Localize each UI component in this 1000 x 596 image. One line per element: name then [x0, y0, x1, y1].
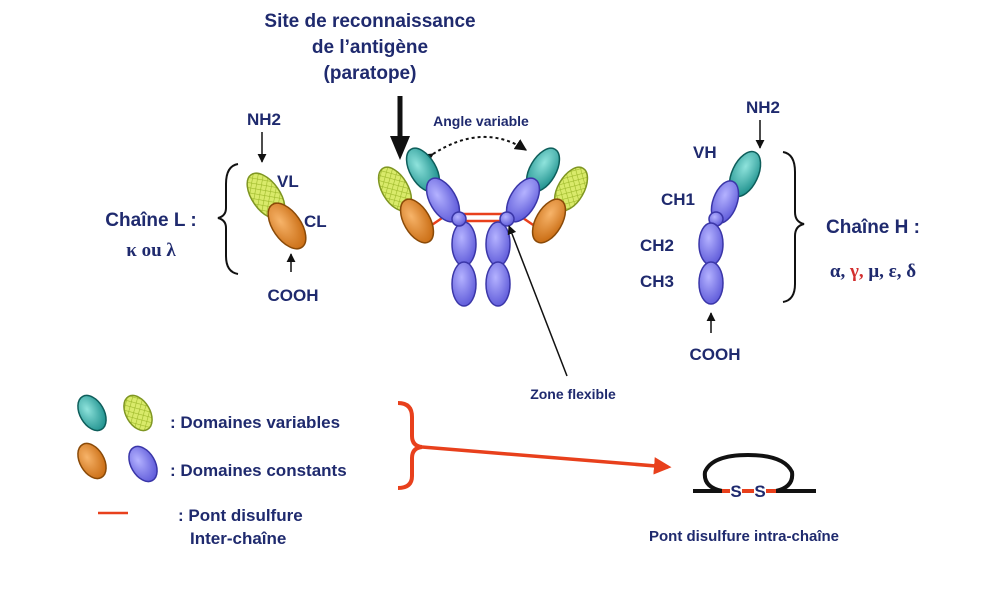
heavy-chain-types: α, γ, μ, ε, δ: [830, 261, 916, 282]
legend-bracket: [397, 401, 423, 490]
heavy-chain-type-1: γ,: [845, 261, 864, 282]
title-line-3: (paratope): [324, 63, 417, 84]
light-chain-group: NH2 VL CL COOH Chaîne L : κ ou λ: [105, 110, 326, 305]
right-ch3-domain: [485, 261, 511, 307]
heavy-chain-group: NH2 VH CH1 CH2 CH3 COOH Chaîne H : α, γ,…: [640, 98, 920, 364]
legend-constant-label: : Domaines constants: [170, 461, 347, 480]
heavy-chain-type-3: ε,: [884, 261, 902, 282]
light-chain-brace: [217, 163, 239, 275]
intra-chain-s1: S: [730, 482, 741, 501]
legend: : Domaines variables : Domaines constant…: [77, 394, 672, 548]
legend-variable-teal-icon: [77, 394, 107, 432]
right-ch2-domain: [485, 221, 511, 267]
heavy-chain-cooh: COOH: [690, 345, 741, 364]
heavy-chain-ch1-label: CH1: [661, 190, 695, 209]
zone-flexible-arrow: [507, 225, 568, 377]
heavy-chain-ch3-label: CH3: [640, 272, 674, 291]
intra-chain-caption: Pont disulfure intra-chaîne: [649, 528, 839, 545]
left-cl-domain: [399, 198, 435, 244]
legend-red-arrow: [421, 445, 672, 475]
right-hinge-knob: [499, 211, 515, 227]
light-chain-cl-domain: [267, 202, 307, 250]
title-line-1: Site de reconnaissance: [264, 11, 475, 32]
heavy-chain-ch3-domain: [698, 261, 724, 305]
legend-variable-label: : Domaines variables: [170, 413, 340, 432]
heavy-chain-nh2: NH2: [746, 98, 780, 117]
legend-constant-blue-icon: [128, 445, 158, 483]
heavy-chain-type-2: μ,: [864, 261, 885, 282]
zone-flexible-label: Zone flexible: [530, 386, 616, 402]
paratope-arrow: [390, 96, 410, 160]
light-chain-cl-label: CL: [304, 212, 327, 231]
left-hinge-knob: [451, 211, 467, 227]
legend-bridge-label-2: Inter-chaîne: [190, 529, 286, 548]
angle-variable-arrow: [420, 135, 528, 165]
light-chain-vl-label: VL: [277, 172, 299, 191]
intra-chain-loop: [693, 452, 816, 493]
left-ch2-domain: [451, 221, 477, 267]
light-chain-name: Chaîne L :: [105, 210, 197, 231]
legend-constant-orange-icon: [77, 442, 107, 480]
heavy-chain-type-4: δ: [902, 261, 917, 282]
light-chain-types: κ ou λ: [126, 240, 176, 261]
intra-chain-bridge: S S Pont disulfure intra-chaîne: [649, 452, 839, 545]
heavy-chain-brace: [782, 151, 805, 303]
light-chain-nh2: NH2: [247, 110, 281, 129]
heavy-chain-type-0: α,: [830, 261, 846, 282]
heavy-chain-name: Chaîne H :: [826, 217, 920, 238]
legend-variable-lime-icon: [123, 394, 153, 432]
title-line-2: de l’antigène: [312, 37, 428, 58]
angle-variable-label: Angle variable: [433, 113, 529, 129]
left-ch3-domain: [451, 261, 477, 307]
legend-bridge-label-1: : Pont disulfure: [178, 506, 303, 525]
light-chain-cooh: COOH: [268, 286, 319, 305]
right-cl-domain: [531, 198, 567, 244]
intra-chain-s2: S: [754, 482, 765, 501]
antibody-molecule: [377, 147, 589, 307]
heavy-chain-vh-label: VH: [693, 143, 717, 162]
heavy-chain-ch2-label: CH2: [640, 236, 674, 255]
heavy-chain-ch2-domain: [698, 222, 724, 266]
